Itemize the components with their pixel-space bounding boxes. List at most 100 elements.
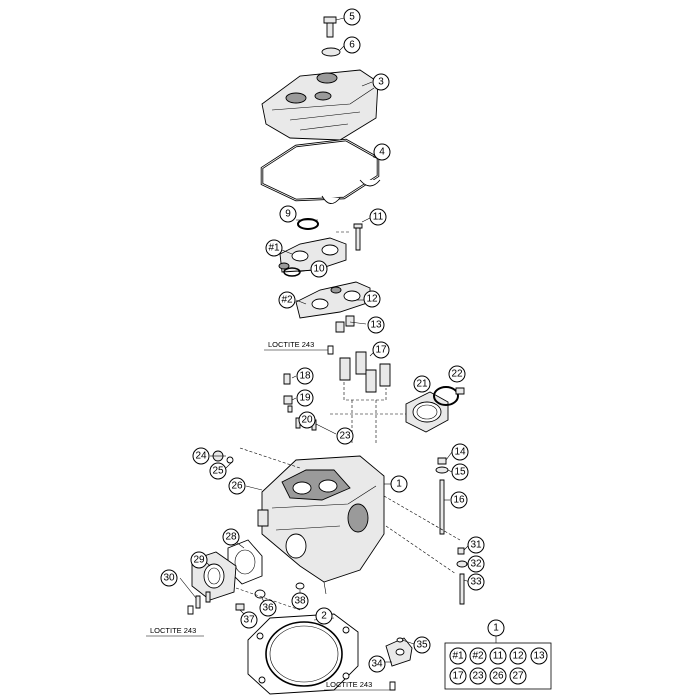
kit-item: 27 — [509, 667, 527, 685]
kit-item: 17 — [449, 667, 467, 685]
part-30-studs — [195, 591, 211, 609]
svg-text:22: 22 — [451, 369, 463, 380]
part-3-valve-cover — [261, 69, 379, 141]
kit-item: 11 — [489, 647, 507, 665]
svg-text:1: 1 — [396, 479, 402, 490]
callout-11: 11 — [369, 208, 387, 226]
callout-2a: #2 — [278, 291, 296, 309]
svg-text:23: 23 — [339, 431, 351, 442]
svg-text:29: 29 — [193, 555, 205, 566]
part-17-tappets — [339, 351, 391, 401]
svg-text:20: 20 — [301, 415, 313, 426]
svg-text:34: 34 — [371, 659, 383, 670]
svg-text:13: 13 — [533, 651, 545, 662]
callout-12: 12 — [363, 290, 381, 308]
part-12-13-pins — [335, 315, 355, 333]
svg-text:36: 36 — [262, 603, 274, 614]
callout-30: 30 — [160, 569, 178, 587]
kit-item: 23 — [469, 667, 487, 685]
svg-text:#1: #1 — [452, 651, 464, 662]
part-34-35-bracket — [385, 637, 413, 667]
svg-text:37: 37 — [243, 615, 255, 626]
callout-2: 2 — [315, 607, 333, 625]
svg-text:14: 14 — [454, 447, 466, 458]
svg-text:24: 24 — [195, 451, 207, 462]
svg-text:2: 2 — [321, 611, 327, 622]
svg-text:17: 17 — [452, 671, 464, 682]
callout-25: 25 — [209, 462, 227, 480]
svg-text:33: 33 — [470, 577, 482, 588]
svg-text:5: 5 — [349, 12, 355, 23]
svg-text:21: 21 — [416, 379, 428, 390]
svg-text:#2: #2 — [472, 651, 484, 662]
callout-5: 5 — [343, 8, 361, 26]
svg-text:38: 38 — [294, 596, 306, 607]
kit-contents-box: #1 #2 11 12 13 17 23 26 27 — [444, 642, 552, 690]
callout-3: 3 — [372, 73, 390, 91]
svg-text:35: 35 — [416, 640, 428, 651]
kit-item: #2 — [469, 647, 487, 665]
svg-text:#1: #1 — [268, 243, 280, 254]
callout-34: 34 — [368, 655, 386, 673]
svg-text:17: 17 — [375, 345, 387, 356]
loctite-label-bottom: LOCTITE 243 — [324, 680, 396, 691]
part-10-ring — [283, 267, 301, 277]
svg-text:11: 11 — [493, 651, 504, 662]
callout-18: 18 — [296, 367, 314, 385]
part-4-gasket — [260, 138, 380, 202]
callout-26: 26 — [228, 477, 246, 495]
callout-32: 32 — [467, 555, 485, 573]
svg-text:27: 27 — [512, 671, 524, 682]
part-24-plug — [212, 450, 234, 464]
leader-lines — [179, 17, 471, 663]
part-1-cylinder-head — [257, 455, 385, 595]
callout-10: 10 — [310, 260, 328, 278]
callout-20: 20 — [298, 411, 316, 429]
callout-22: 22 — [448, 365, 466, 383]
part-2-bridge — [295, 281, 371, 319]
svg-text:10: 10 — [313, 264, 325, 275]
callout-13: 13 — [367, 316, 385, 334]
callout-14: 14 — [451, 443, 469, 461]
callout-1: 1 — [390, 475, 408, 493]
svg-text:3: 3 — [378, 77, 384, 88]
svg-text:26: 26 — [492, 671, 504, 682]
svg-text:4: 4 — [379, 147, 385, 158]
part-14-15-16-stud — [435, 457, 449, 535]
callout-38: 38 — [291, 592, 309, 610]
part-31-32-33-small — [456, 547, 468, 605]
svg-text:31: 31 — [470, 540, 482, 551]
svg-text:16: 16 — [453, 495, 465, 506]
svg-text:13: 13 — [370, 320, 382, 331]
kit-item: 26 — [489, 667, 507, 685]
svg-text:18: 18 — [299, 371, 311, 382]
part-1-bridge — [278, 237, 347, 273]
svg-text:15: 15 — [454, 467, 466, 478]
callout-1a: #1 — [265, 239, 283, 257]
svg-text:25: 25 — [212, 466, 224, 477]
svg-text:9: 9 — [285, 209, 291, 220]
kit-callout: 1 — [487, 619, 505, 643]
callout-31: 31 — [467, 536, 485, 554]
kit-item: #1 — [449, 647, 467, 665]
callout-19: 19 — [296, 389, 314, 407]
kit-item: 12 — [509, 647, 527, 665]
callout-37: 37 — [240, 611, 258, 629]
svg-text:1: 1 — [493, 623, 499, 634]
callout-9: 9 — [279, 205, 297, 223]
part-2-head-gasket — [247, 613, 359, 695]
part-36-37-38-small — [235, 582, 305, 611]
callout-4: 4 — [373, 143, 391, 161]
svg-text:LOCTITE 243: LOCTITE 243 — [268, 340, 314, 349]
svg-text:26: 26 — [231, 481, 243, 492]
part-9-oring — [297, 218, 319, 230]
svg-text:LOCTITE 243: LOCTITE 243 — [150, 626, 196, 635]
loctite-label-upper: LOCTITE 243 — [264, 340, 334, 355]
part-6-washer — [321, 47, 341, 57]
svg-text:11: 11 — [373, 212, 384, 223]
callout-17: 17 — [372, 341, 390, 359]
callout-23: 23 — [336, 427, 354, 445]
callout-15: 15 — [451, 463, 469, 481]
part-22-clamp — [433, 386, 465, 406]
